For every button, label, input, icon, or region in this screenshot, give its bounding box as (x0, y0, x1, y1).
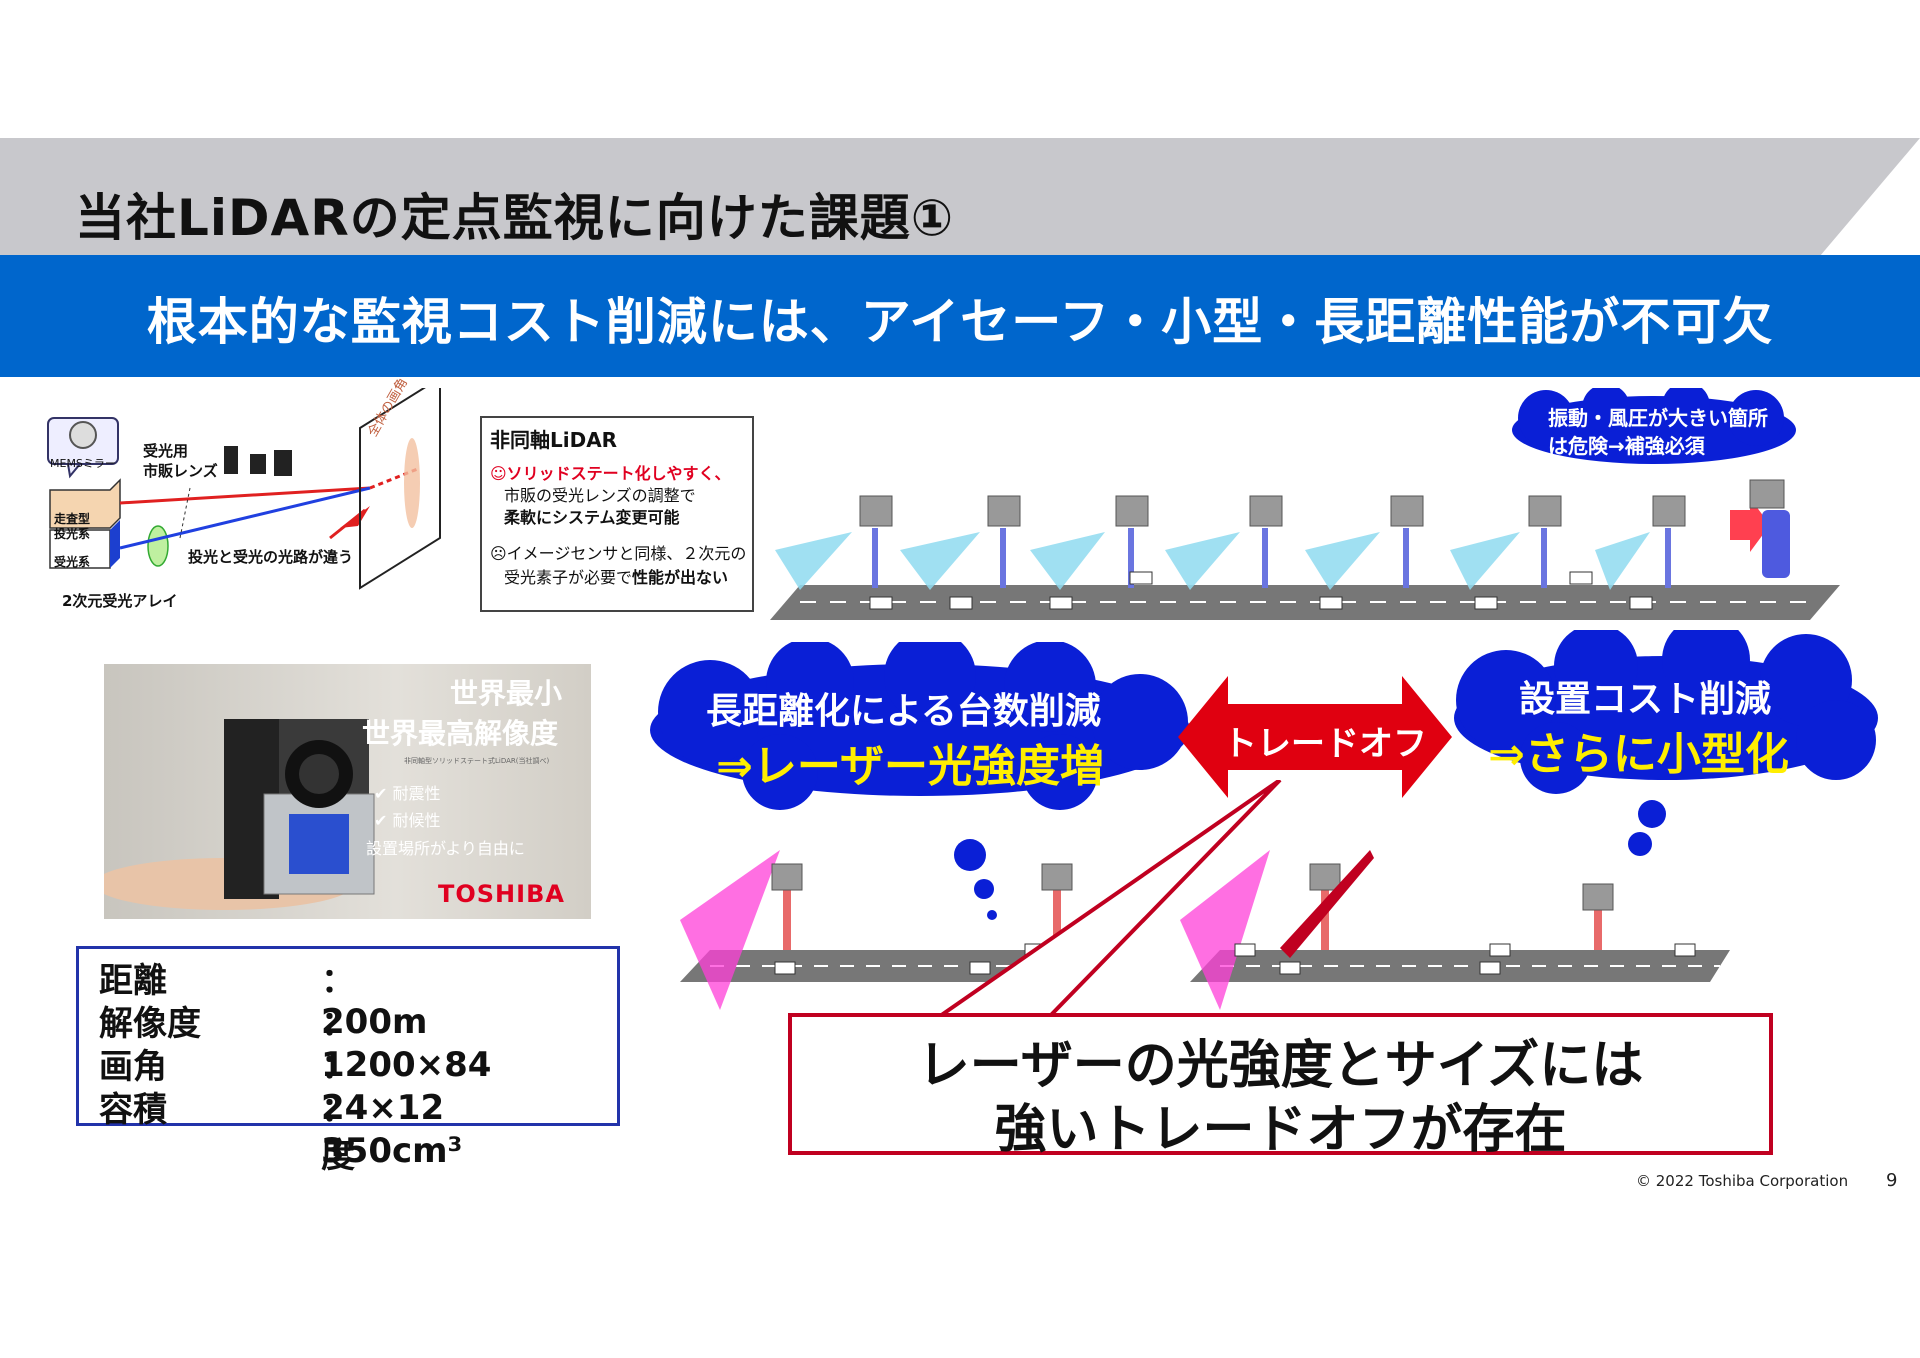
product-image (104, 719, 375, 910)
conclusion-box: レーザーの光強度とサイズには 強いトレードオフが存在 (788, 1013, 1773, 1160)
left-cloud (650, 642, 1190, 810)
nonaxis-con-strong: 性能が出ない (632, 568, 729, 587)
sparse-deployment-roads (680, 850, 1730, 1010)
left-cloud-line2: ⇒レーザー光強度増 (716, 741, 1104, 792)
photo-feature-2: ✔ 耐候性 (374, 807, 441, 831)
array-label: 2次元受光アレイ (62, 592, 178, 610)
right-cloud-tail (1628, 800, 1666, 856)
scanner-label-2: 投光系 (54, 527, 91, 541)
nonaxis-con-2-text: 受光素子が必要で (504, 568, 633, 587)
left-cloud-tail (954, 839, 997, 920)
conclusion-line2: 強いトレードオフが存在 (994, 1100, 1567, 1160)
lens-label-2: 市販レンズ (143, 462, 218, 480)
nonaxis-pro-1: ☺ソリッドステート化しやすく、 (490, 464, 731, 483)
title-band (0, 138, 1920, 256)
wind-cloud-line1: 振動・風圧が大きい箇所 (1548, 406, 1768, 430)
photo-feature-3: 設置場所がより自由に (366, 839, 525, 858)
right-cloud-line1: 設置コスト削減 (1519, 679, 1772, 720)
dense-deployment-road (770, 479, 1840, 620)
receiver-label: 受光系 (54, 555, 91, 569)
wind-cloud (1512, 388, 1796, 464)
callout-pointer (940, 780, 1282, 1018)
nonaxis-con-1: ☹イメージセンサと同様、２次元の (490, 544, 747, 563)
spec-value: ：1200×84 (321, 1004, 492, 1085)
spec-row: 画角 ：24×12度 (99, 1039, 444, 1176)
spec-table: 距離 ：200m 解像度 ：1200×84 画角 ：24×12度 容積 ：350cm³ (76, 946, 620, 1176)
lens-label-1: 受光用 (143, 442, 189, 460)
scanner-label-1: 走査型 (54, 512, 91, 526)
conclusion-line1: レーザーの光強度とサイズには (917, 1036, 1644, 1096)
spec-value: ：350cm³ (321, 1090, 463, 1171)
spec-row: 距離 ：200m (99, 953, 427, 1042)
left-cloud-line1: 長距離化による台数削減 (706, 691, 1101, 732)
spec-value: ：200m (321, 961, 428, 1042)
photo-feature-1: ✔ 耐震性 (374, 780, 441, 804)
spec-value: ：24×12度 (321, 1047, 445, 1176)
photo-headline-1: 世界最小 (450, 677, 563, 710)
spec-row: 容積 ：350cm³ (99, 1082, 462, 1171)
tradeoff-arrow (1178, 676, 1452, 798)
spec-label: 解像度 (99, 1004, 201, 1044)
photo-headline-2: 世界最高解像度 (362, 717, 559, 750)
right-cloud-line2: ⇒さらに小型化 (1488, 729, 1789, 780)
lidar-schematic (47, 388, 441, 590)
page-number: 9 (1886, 1170, 1898, 1191)
photo-feature-2-text: 耐候性 (392, 811, 441, 830)
spec-label: 距離 (99, 961, 167, 1001)
toshiba-logo: TOSHIBA (438, 880, 565, 908)
subtitle-band (0, 255, 1920, 377)
nonaxis-lidar-box: 非同軸LiDAR ☺ソリッドステート化しやすく、 市販の受光レンズの調整で 柔軟… (480, 416, 754, 612)
product-photo: 世界最小 世界最高解像度 非同軸型ソリッドステート式LiDAR(当社調べ) ✔ … (104, 664, 591, 919)
check-icon: ✔ (374, 811, 393, 830)
spec-label: 画角 (99, 1047, 167, 1087)
page-title: 当社LiDARの定点監視に向けた課題① (75, 189, 955, 247)
right-cloud (1454, 630, 1878, 794)
page-subtitle: 根本的な監視コスト削減には、アイセーフ・小型・長距離性能が不可欠 (146, 293, 1774, 351)
nonaxis-pro-3: 柔軟にシステム変更可能 (504, 508, 680, 527)
copyright: © 2022 Toshiba Corporation (1636, 1172, 1849, 1190)
wind-cloud-line2: は危険→補強必須 (1548, 434, 1705, 458)
photo-caption: 非同軸型ソリッドステート式LiDAR(当社調べ) (404, 757, 550, 765)
nonaxis-heading: 非同軸LiDAR (490, 428, 618, 452)
photo-feature-1-text: 耐震性 (392, 784, 441, 803)
mems-mirror-label: MEMSミラー (50, 457, 116, 470)
tradeoff-label: トレードオフ (1223, 724, 1427, 764)
nonaxis-pro-2: 市販の受光レンズの調整で (504, 486, 696, 505)
check-icon: ✔ (374, 784, 393, 803)
spec-label: 容積 (99, 1090, 167, 1130)
path-label: 投光と受光の光路が違う (188, 548, 354, 566)
nonaxis-con-2: 受光素子が必要で性能が出ない (504, 564, 728, 588)
spec-row: 解像度 ：1200×84 (99, 996, 491, 1085)
